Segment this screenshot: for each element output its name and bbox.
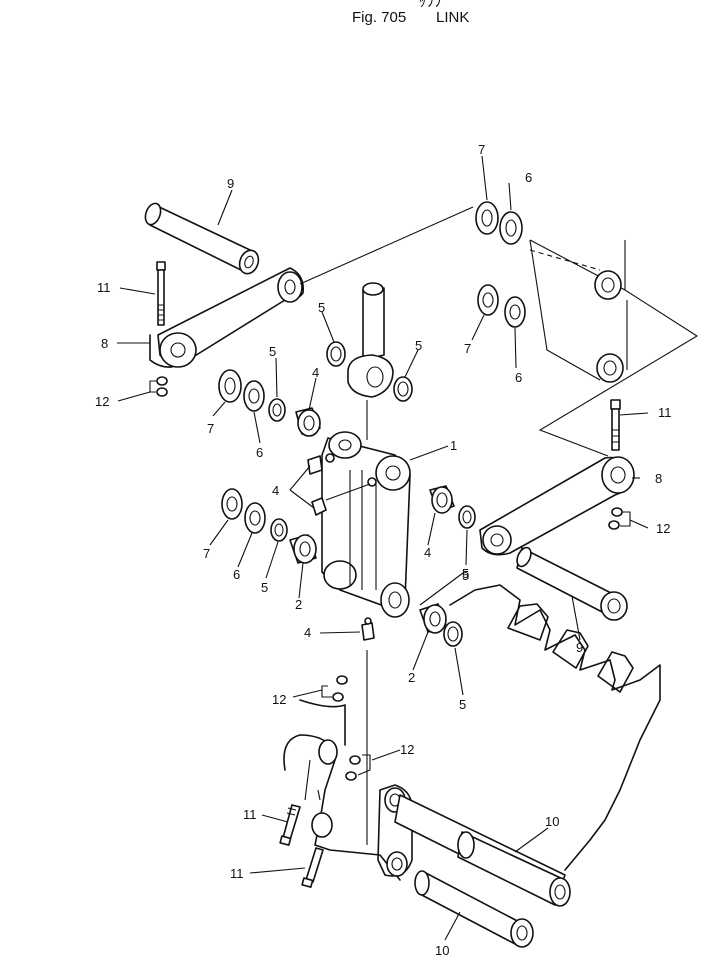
- bracket-boss-upper-right: [594, 270, 624, 383]
- cylinder-rod-end: [347, 282, 394, 440]
- callout-1: 1: [450, 438, 457, 453]
- callout-5-lower: 5: [459, 697, 466, 712]
- callout-5-b: 5: [415, 338, 422, 353]
- callout-5-d: 5: [462, 566, 469, 581]
- callout-3-right: 4: [424, 545, 431, 560]
- pin-9-right: [516, 546, 628, 621]
- assembly-outline-lines: [299, 206, 699, 457]
- callout-7-right: 7: [464, 341, 471, 356]
- nuts-12-lower: [321, 675, 371, 781]
- callout-5-a: 5: [318, 300, 325, 315]
- nuts-12-right: [608, 507, 631, 530]
- bushings: [289, 407, 455, 634]
- callout-2-right: 2: [408, 670, 415, 685]
- figure-name: LINK: [436, 9, 469, 26]
- callout-9-upper: 9: [227, 176, 234, 191]
- link-8-upper: [149, 267, 305, 368]
- callout-6-lower: 6: [233, 567, 240, 582]
- callout-9-right: 9: [576, 640, 583, 655]
- callout-11-lower-a: 11: [243, 807, 257, 822]
- washers-top-right: [475, 201, 526, 328]
- callout-6-right: 6: [515, 370, 522, 385]
- grease-fittings-4: [307, 453, 377, 641]
- callout-5-e: 5: [261, 580, 268, 595]
- bolt-11-right: [610, 399, 621, 451]
- center-link-1: [321, 431, 411, 618]
- callout-10-upper: 10: [545, 814, 559, 829]
- bolt-11-upper-left: [156, 261, 166, 326]
- callout-6-left: 6: [256, 445, 263, 460]
- callout-7-left: 7: [207, 421, 214, 436]
- callout-8-right: 8: [655, 471, 662, 486]
- bucket-bracket: [283, 650, 413, 881]
- callout-5-c: 5: [269, 344, 276, 359]
- callout-10-lower: 10: [435, 943, 449, 956]
- callout-4-b: 4: [304, 625, 311, 640]
- callout-12-right: 12: [656, 521, 670, 536]
- link-8-right: [479, 456, 635, 556]
- callout-12-lower-left: 12: [272, 692, 286, 707]
- leader-lines: [117, 155, 649, 941]
- bolts-11-lower: [279, 804, 324, 888]
- callout-12-upper-left: 12: [95, 394, 109, 409]
- nuts-12-upper-left: [149, 376, 168, 397]
- callout-3-left: 4: [312, 365, 319, 380]
- callout-11-upper-left: 11: [97, 280, 111, 295]
- figure-number: Fig. 705: [352, 9, 406, 26]
- callout-12-lower-right: 12: [400, 742, 414, 757]
- seals-5: [268, 341, 476, 647]
- callout-11-lower-b: 11: [230, 866, 244, 881]
- pins-10: [394, 794, 571, 948]
- callout-7-lower: 7: [203, 546, 210, 561]
- page-mark: ｯﾗﾗ: [419, 0, 442, 10]
- callout-4-a: 4: [272, 483, 279, 498]
- callout-6-top: 6: [525, 170, 532, 185]
- callout-5-f: 5: [462, 568, 469, 583]
- pin-9-upper: [144, 202, 260, 275]
- callout-8-upper-left: 8: [101, 336, 108, 351]
- callout-11-right: 11: [658, 405, 672, 420]
- callout-labels: 9 11 8 12 7 6 7 6 5 5 5 4 7 6 1 4 4 5 7 …: [95, 142, 672, 956]
- callout-2-left: 2: [295, 597, 302, 612]
- callout-7-top: 7: [478, 142, 485, 157]
- washers-left-middle: [218, 369, 266, 534]
- bucket-teeth: [449, 584, 661, 871]
